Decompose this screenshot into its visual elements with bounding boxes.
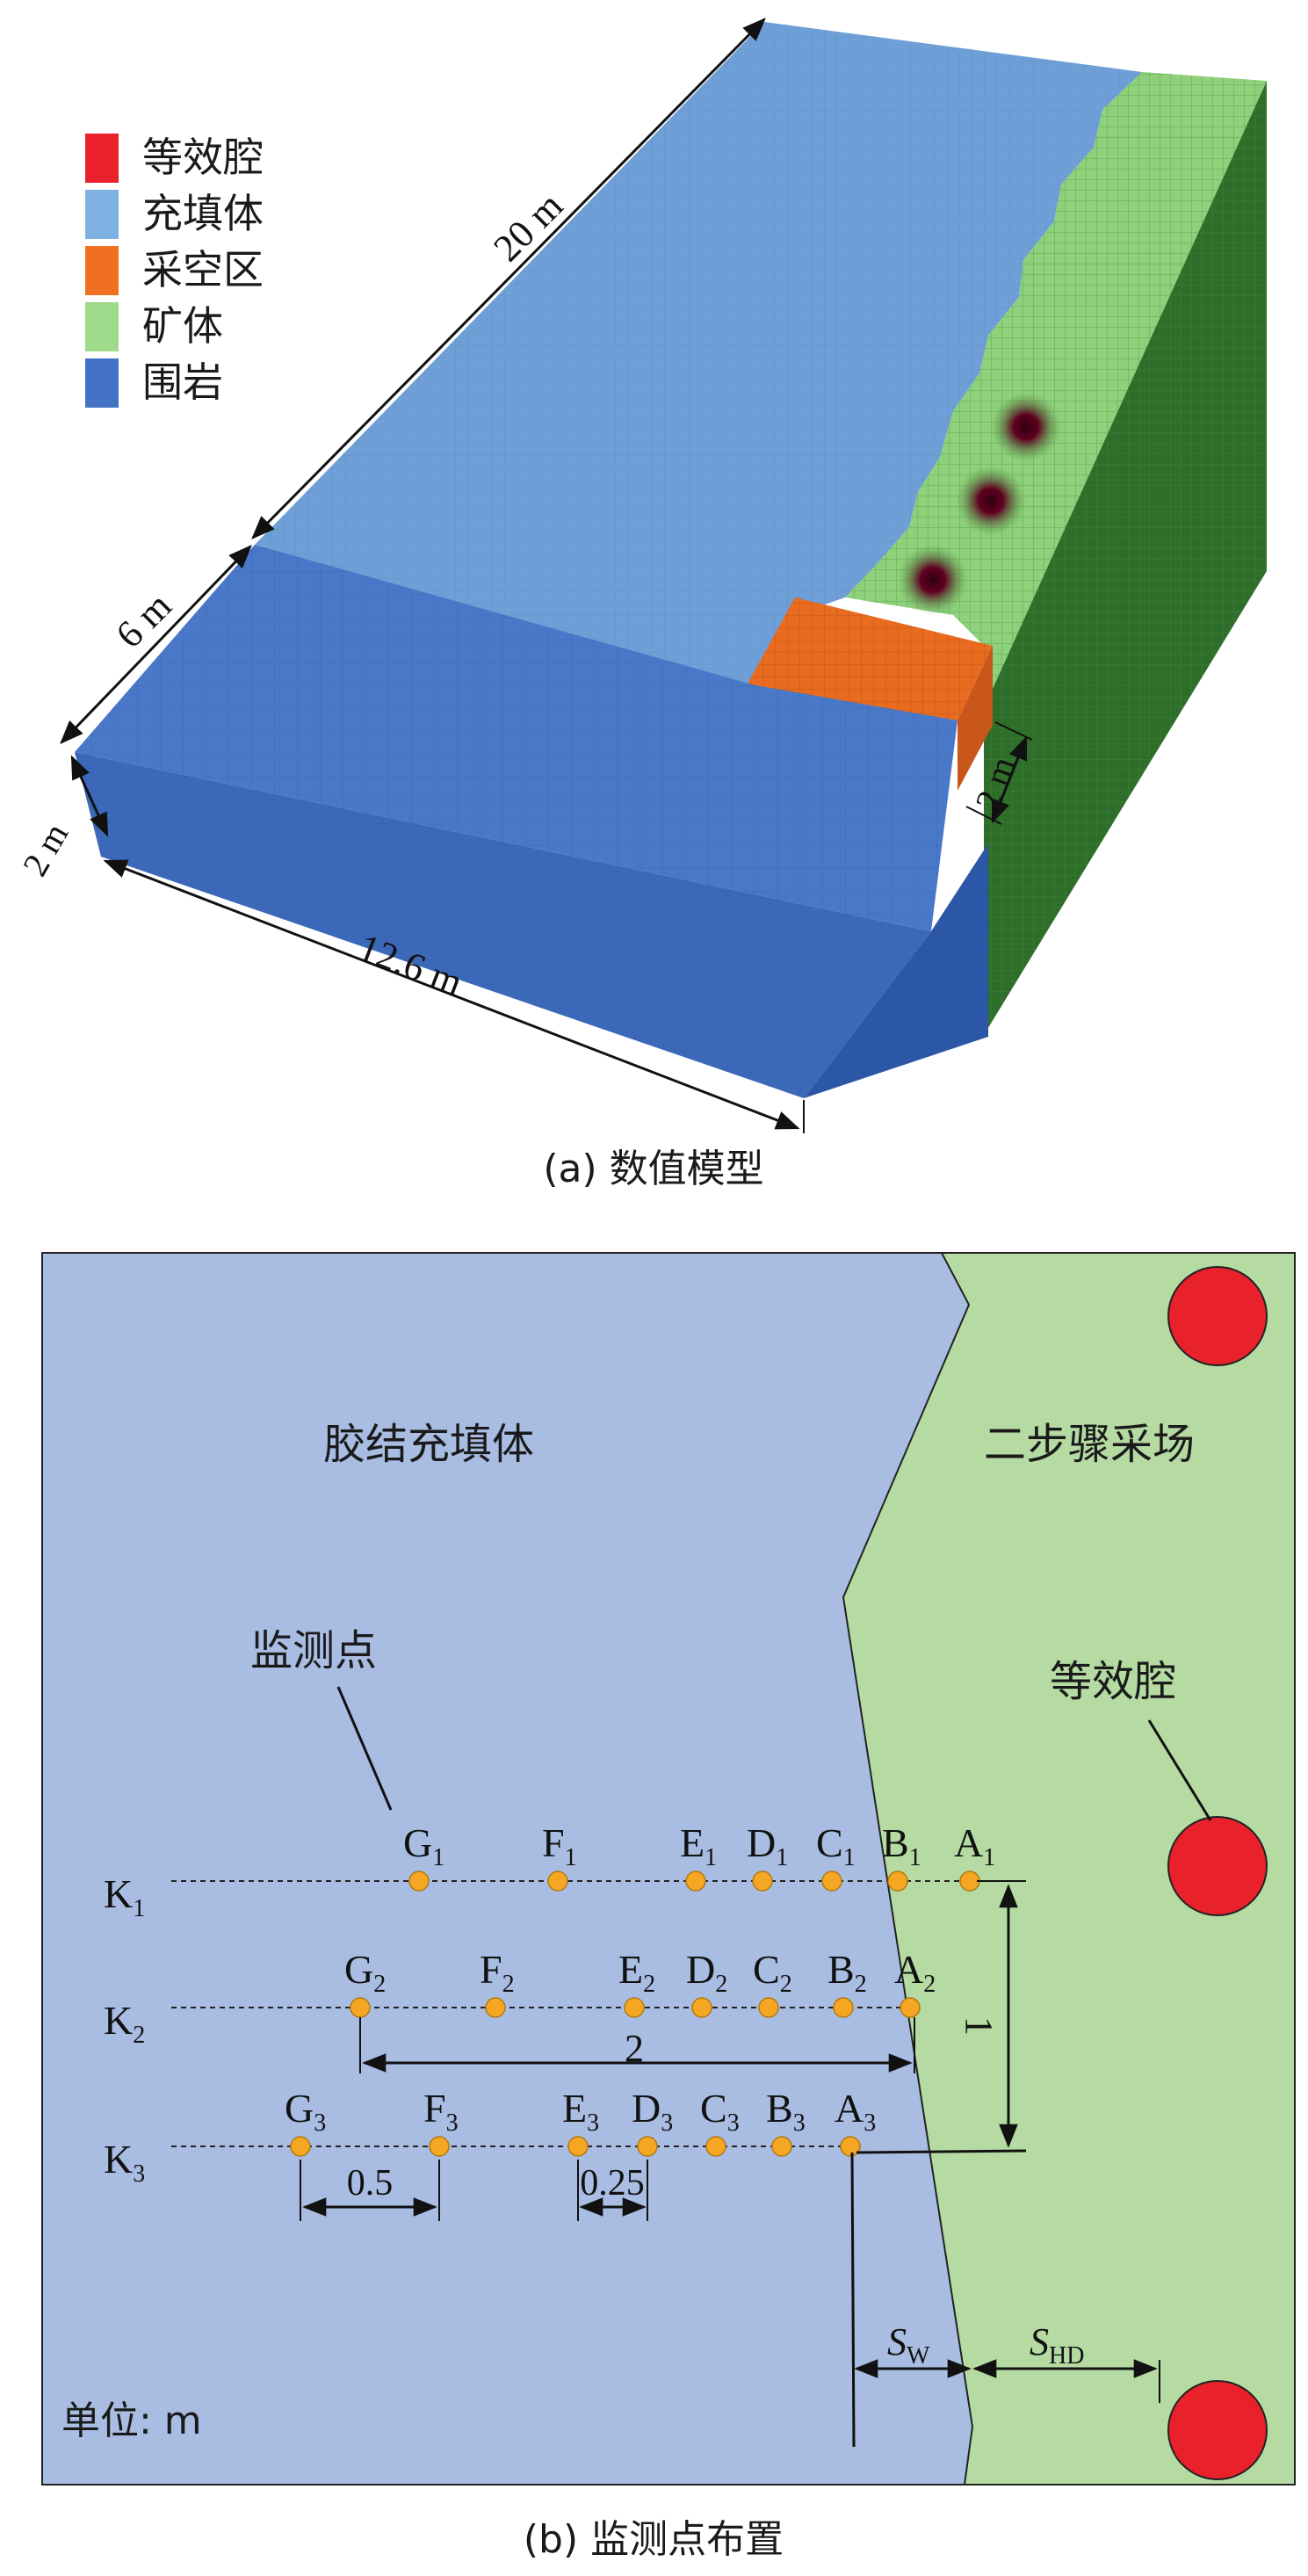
monitor-point	[547, 1870, 568, 1892]
monitor-point-label: F1	[542, 1820, 577, 1871]
row-label: K3	[104, 2137, 145, 2188]
dim-k3-gf-label: 0.5	[347, 2163, 394, 2203]
monitor-point-label: C3	[700, 2086, 740, 2137]
monitor-row: K2 G2 F2 E2 D2 C2 B2 A2	[104, 1947, 936, 2049]
monitor-point	[429, 2136, 450, 2157]
legend-label: 充填体	[142, 190, 264, 237]
cavity-3d	[991, 392, 1061, 462]
row-label: K2	[104, 1998, 145, 2049]
monitor-label: 监测点	[250, 1626, 377, 1675]
legend-entry: 矿体	[85, 302, 223, 351]
cavity-circle	[1167, 1816, 1268, 1916]
monitor-point	[290, 2136, 311, 2157]
monitor-point	[624, 1997, 645, 2018]
monitor-point	[567, 2136, 589, 2157]
monitor-point	[691, 1997, 712, 2018]
monitor-point-label: G1	[403, 1820, 444, 1871]
dim-shd-label: SHD	[1030, 2320, 1084, 2370]
dim-k3-ed-label: 0.25	[580, 2163, 645, 2203]
monitor-leader	[336, 1686, 393, 1811]
legend-label: 矿体	[142, 302, 223, 350]
legend-label: 围岩	[142, 358, 223, 406]
monitor-point	[758, 1997, 779, 2018]
monitor-point-label: D3	[632, 2086, 673, 2137]
monitor-point	[350, 1997, 371, 2018]
monitor-point-label: D2	[686, 1947, 727, 1998]
monitor-point-label: E1	[680, 1820, 717, 1871]
monitor-point-label: C2	[753, 1947, 792, 1998]
monitor-point-label: G3	[285, 2086, 326, 2137]
monitor-point	[771, 2136, 792, 2157]
legend-swatch	[85, 302, 119, 351]
dim-row-spacing-label: 1	[958, 2016, 1001, 2036]
dim-sw-label: SW	[887, 2320, 930, 2370]
monitor-row: K1 G1 F1 E1 D1 C1 B1 A1	[104, 1820, 995, 1922]
model-3d: 20 m 6 m 2 m 12.6 m 2 m	[15, 18, 1267, 1133]
dim-line-front	[103, 859, 800, 1130]
cavity-3d	[956, 466, 1026, 536]
dim-k2-span-label: 2	[625, 2027, 644, 2070]
monitor-point	[900, 1997, 921, 2018]
monitor-point	[408, 1870, 430, 1892]
monitor-point-label: A1	[954, 1820, 995, 1871]
cavity-circle	[1167, 2380, 1268, 2480]
dim-line-length	[251, 18, 766, 539]
legend-label: 等效腔	[142, 134, 264, 181]
monitor-point-label: D1	[747, 1820, 788, 1871]
backfill-label: 胶结充填体	[323, 1420, 534, 1469]
legend-entry: 充填体	[85, 190, 264, 239]
caption-a: (a) 数值模型	[543, 1147, 763, 1191]
monitor-point-label: B3	[766, 2086, 806, 2137]
dim-line-width	[60, 545, 252, 744]
monitor-point-label: B1	[882, 1820, 921, 1871]
legend-entry: 采空区	[85, 246, 264, 295]
legend-swatch	[85, 134, 119, 183]
monitor-point-label: F3	[423, 2086, 459, 2137]
row-label: K1	[104, 1871, 145, 1922]
cavity-3d	[898, 545, 968, 615]
cavity-label: 等效腔	[1050, 1657, 1176, 1706]
monitor-point-label: E3	[562, 2086, 599, 2137]
monitor-point	[833, 1997, 854, 2018]
monitor-point	[485, 1997, 506, 2018]
monitor-point-label: B2	[827, 1947, 867, 1998]
monitor-point-label: A3	[835, 2086, 876, 2137]
monitor-point-label: A2	[894, 1947, 936, 1998]
stope-label: 二步骤采场	[984, 1420, 1195, 1469]
legend-swatch	[85, 358, 119, 408]
goaf-side	[958, 646, 993, 791]
legend-entry: 围岩	[85, 358, 223, 408]
caption-b: (b) 监测点布置	[524, 2517, 784, 2562]
monitor-point	[705, 2136, 726, 2157]
monitor-point	[685, 1870, 706, 1892]
legend-entry: 等效腔	[85, 134, 264, 183]
monitor-point	[959, 1870, 980, 1892]
monitor-point	[752, 1870, 773, 1892]
cavity-leader	[1147, 1719, 1212, 1821]
monitor-point-label: F2	[480, 1947, 515, 1998]
legend-label: 采空区	[142, 246, 264, 293]
monitor-point-label: G2	[344, 1947, 386, 1998]
monitor-point	[637, 2136, 658, 2157]
dim-label-height-left: 2 m	[15, 816, 76, 882]
monitor-row: K3 G3 F3 E3 D3 C3 B3 A3	[104, 2086, 876, 2188]
legend-swatch	[85, 246, 119, 295]
monitor-point	[887, 1870, 908, 1892]
monitor-point	[821, 1870, 842, 1892]
dim-line-height-left	[70, 755, 109, 837]
monitor-point	[840, 2136, 861, 2157]
monitor-point-label: C1	[816, 1820, 856, 1871]
cavity-circle	[1167, 1266, 1268, 1366]
monitor-point-label: E2	[618, 1947, 655, 1998]
legend-swatch	[85, 190, 119, 239]
dim-line-height-right	[991, 735, 1028, 824]
unit-label: 单位: m	[61, 2399, 202, 2443]
